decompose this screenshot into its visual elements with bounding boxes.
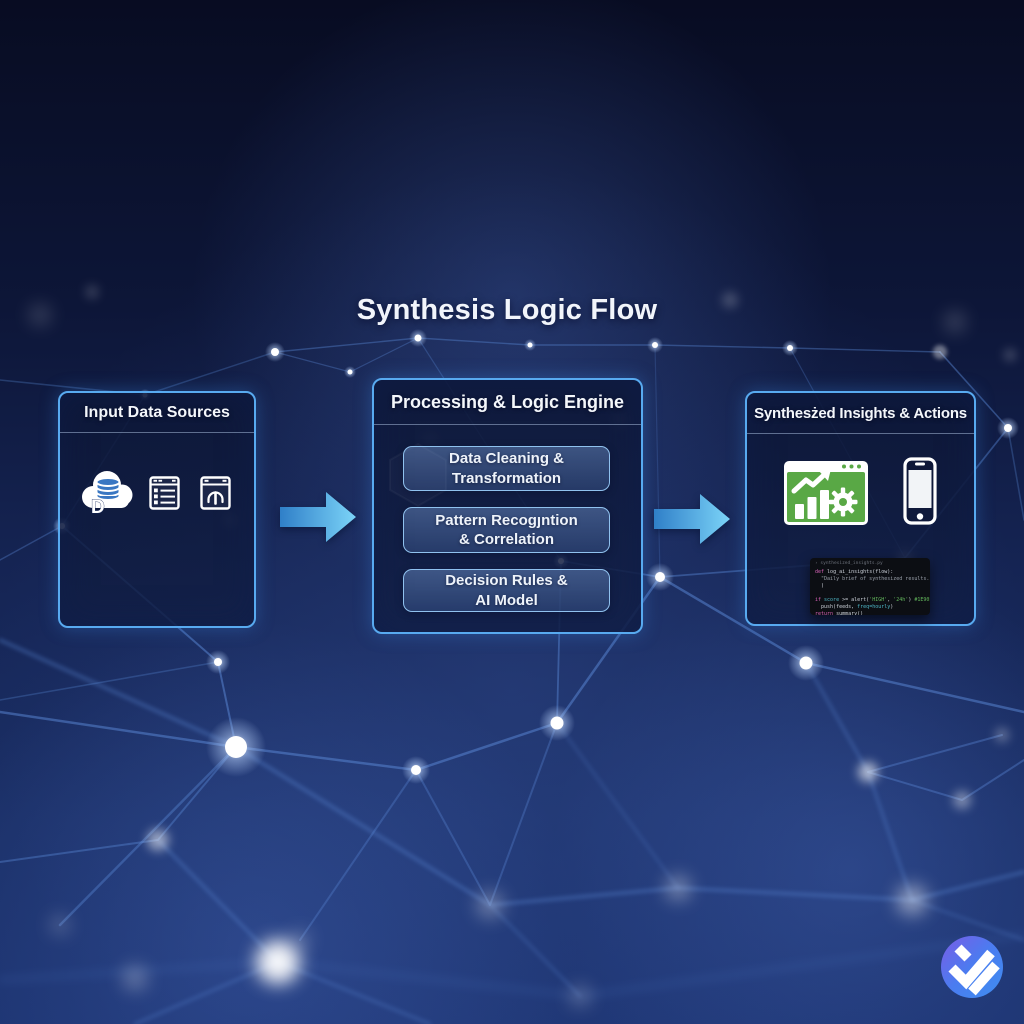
step-decision-rules: Decision Rules & AI Model xyxy=(403,569,610,612)
code-line: def log_ai_insights(flow): xyxy=(815,568,894,575)
hexagon-watermark-icon xyxy=(389,442,447,508)
code-line: "Daily brief of synthesized results." xyxy=(815,575,930,582)
document-checklist-icon xyxy=(149,476,180,510)
flow-arrow-1 xyxy=(280,492,356,542)
processing-box-header: Processing & Logic Engine xyxy=(374,380,641,425)
code-line: push(feeds, freq=hourly) xyxy=(815,603,894,610)
code-filename: › synthesized_insights.py xyxy=(815,561,883,566)
code-lines: def log_ai_insights(flow): "Daily brief … xyxy=(815,568,930,616)
code-line: ) xyxy=(815,582,825,589)
analytics-dashboard-icon xyxy=(784,461,868,525)
step-pattern-recognition: Pattern Recogȷntion & Correlation xyxy=(403,507,610,553)
svg-text:D: D xyxy=(91,497,105,515)
step-data-cleaning: Data Cleaning & Transformation xyxy=(403,446,610,491)
network-nodes xyxy=(53,329,1019,784)
input-data-sources-box: Input Data Sources D xyxy=(58,391,256,628)
flow-arrow-2 xyxy=(654,494,730,544)
page-title: Synthesis Logic Flow xyxy=(356,294,658,326)
code-snippet: › synthesized_insights.py def log_ai_ins… xyxy=(810,558,930,615)
cloud-database-icon: D xyxy=(82,471,133,515)
processing-logic-engine-box: Processing & Logic Engine Data Cleaning … xyxy=(372,378,643,634)
output-box-header: Synthesżed Insights & Actions xyxy=(747,393,974,434)
gear-icon xyxy=(828,487,858,517)
smartphone-icon xyxy=(903,457,937,525)
synthesized-insights-box: Synthesżed Insights & Actions xyxy=(745,391,976,626)
web-browser-tap-icon xyxy=(200,476,231,510)
code-line: return summary() xyxy=(815,610,864,616)
input-box-header: Input Data Sources xyxy=(60,393,254,433)
code-line xyxy=(815,590,925,597)
code-line: if score >= alert('HIGH', '24h') #1E90FF xyxy=(815,596,930,603)
double-check-logo xyxy=(941,936,1003,998)
